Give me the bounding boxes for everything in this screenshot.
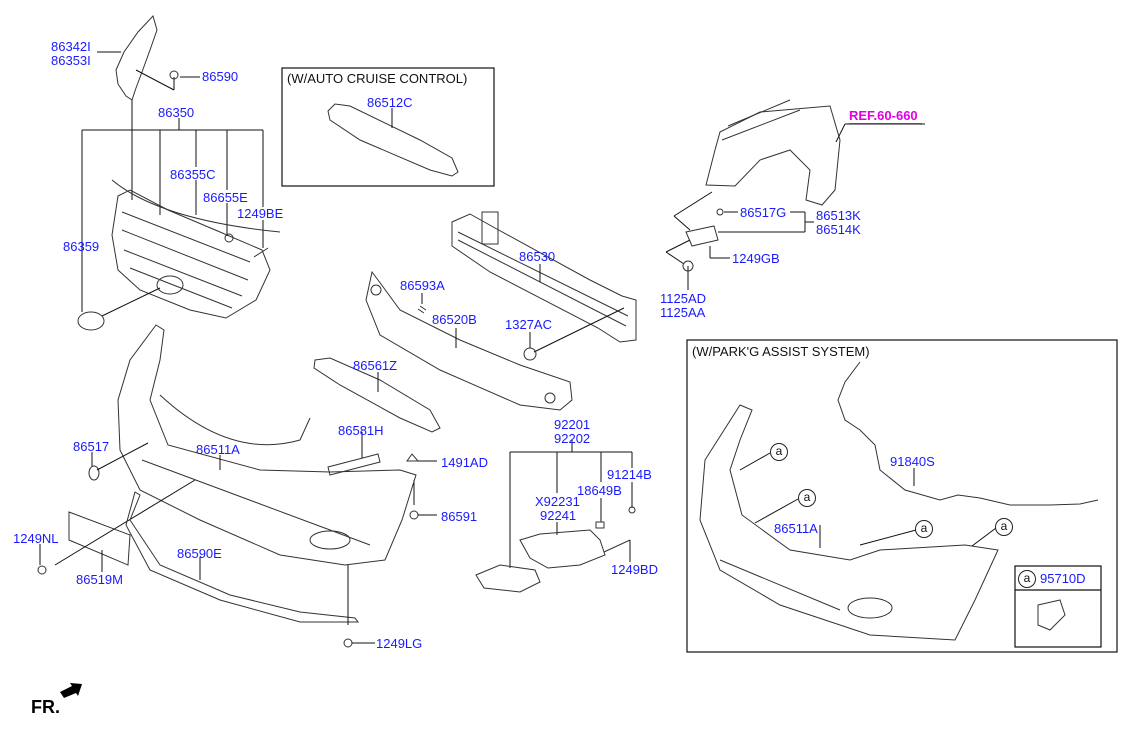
screw-1249BE[interactable] — [253, 247, 269, 258]
upper-strip-part[interactable] — [313, 357, 441, 433]
label-86342I[interactable]: 86342I — [51, 39, 91, 54]
part-label-1249GB[interactable]: 1249GB — [732, 251, 780, 266]
part-label-86359[interactable]: 86359 — [63, 239, 100, 254]
emblem-86359[interactable] — [77, 311, 105, 331]
screw-1249BD[interactable] — [603, 539, 631, 553]
bulb-18649B[interactable] — [595, 521, 605, 529]
part-label-86655E[interactable]: 86655E — [203, 190, 248, 205]
nut-91214B[interactable] — [628, 506, 636, 514]
park-bumper-cover-part[interactable] — [699, 404, 999, 641]
part-label-95710D[interactable]: 95710D — [1040, 571, 1086, 586]
tow-hook-cap-86517[interactable] — [88, 465, 100, 481]
part-label-86581H[interactable]: 86581H — [338, 423, 384, 438]
cruise-control-box — [281, 67, 495, 187]
part-label-1249LG[interactable]: 1249LG — [376, 636, 423, 651]
part-label-86520B[interactable]: 86520B — [432, 312, 477, 327]
part-label-86511A[interactable]: 86511A — [196, 442, 240, 457]
part-label-1491AD[interactable]: 1491AD — [441, 455, 488, 470]
part-label-86519M[interactable]: 86519M — [76, 572, 123, 587]
screw-1249NL[interactable] — [37, 565, 47, 575]
clip-86593A[interactable] — [417, 305, 427, 314]
clip-86517G[interactable] — [716, 208, 724, 216]
part-label-1249BE[interactable]: 1249BE — [237, 206, 284, 221]
label-1125AA[interactable]: 1125AA — [660, 305, 706, 320]
front-arrow-icon — [60, 683, 82, 698]
screw-1249LG[interactable] — [343, 638, 353, 648]
part-label-1249BD[interactable]: 1249BD — [611, 562, 658, 577]
park-sensor-95710D[interactable] — [1037, 599, 1066, 631]
cruise-bracket-part[interactable] — [327, 103, 459, 177]
nut-1327AC[interactable] — [523, 347, 537, 361]
part-label-91214B[interactable]: 91214B — [607, 467, 652, 482]
label-92202[interactable]: 92202 — [554, 431, 591, 446]
label-92241[interactable]: 92241 — [540, 508, 577, 523]
part-label-86593A[interactable]: 86593A — [400, 278, 445, 293]
upper-bracket-part[interactable] — [115, 15, 158, 101]
callout-a-2: a — [798, 489, 816, 507]
part-label-91840S[interactable]: 91840S — [890, 454, 935, 469]
part-label-86530[interactable]: 86530 — [519, 249, 556, 264]
part-label-86590[interactable]: 86590 — [202, 69, 239, 84]
label-X92231[interactable]: X92231 — [535, 494, 580, 509]
part-label-86512C[interactable]: 86512C — [367, 95, 413, 110]
part-label-1249NL[interactable]: 1249NL — [13, 531, 59, 546]
part-label-86350[interactable]: 86350 — [158, 105, 195, 120]
label-86514K[interactable]: 86514K — [816, 222, 861, 237]
callout-a-1: a — [770, 443, 788, 461]
park-box-title: (W/PARK'G ASSIST SYSTEM) — [692, 344, 870, 359]
energy-absorber-part[interactable] — [365, 270, 573, 411]
sensor-inset-box — [1014, 565, 1102, 648]
part-label-86561Z[interactable]: 86561Z — [353, 358, 398, 373]
callout-a-4: a — [995, 518, 1013, 536]
part-label-86590E[interactable]: 86590E — [177, 546, 222, 561]
grille-emblem-mount — [156, 275, 184, 295]
callout-a-inset: a — [1018, 570, 1036, 588]
screw-86591[interactable] — [409, 510, 419, 520]
part-label-18649B[interactable]: 18649B — [577, 483, 622, 498]
callout-a-3: a — [915, 520, 933, 538]
bumper-beam-part[interactable] — [451, 213, 637, 343]
part-label-86511A-park[interactable]: 86511A — [774, 521, 818, 536]
license-bracket-part[interactable] — [68, 511, 131, 566]
cruise-box-title: (W/AUTO CRUISE CONTROL) — [287, 71, 468, 86]
bumper-cover-part[interactable] — [117, 324, 417, 566]
label-92201[interactable]: 92201 — [554, 417, 591, 432]
label-1125AD[interactable]: 1125AD — [660, 291, 707, 306]
part-label-86355C[interactable]: 86355C — [170, 167, 216, 182]
clip-86590[interactable] — [169, 70, 179, 80]
label-86353I[interactable]: 86353I — [51, 53, 91, 68]
wiring-harness-91840S[interactable] — [837, 361, 1099, 506]
part-label-86591[interactable]: 86591 — [441, 509, 478, 524]
ref-link-60-660[interactable]: REF.60-660 — [849, 108, 922, 124]
part-label-1327AC[interactable]: 1327AC — [505, 317, 552, 332]
label-86513K[interactable]: 86513K — [816, 208, 861, 223]
clip-1491AD[interactable] — [406, 453, 420, 462]
fog-lamp-bracket-part[interactable] — [519, 529, 606, 569]
part-label-86517[interactable]: 86517 — [73, 439, 110, 454]
fog-lamp-part[interactable] — [475, 564, 541, 593]
lower-strip-part[interactable] — [125, 491, 359, 623]
fender-bracket-part[interactable] — [685, 225, 719, 247]
front-indicator: FR. — [31, 697, 60, 717]
bolt-1125AD[interactable] — [682, 260, 694, 272]
fender-ref-part[interactable] — [705, 105, 841, 206]
part-label-86517G[interactable]: 86517G — [740, 205, 787, 220]
nut-86655E[interactable] — [224, 233, 234, 243]
parking-assist-box — [686, 339, 1118, 653]
